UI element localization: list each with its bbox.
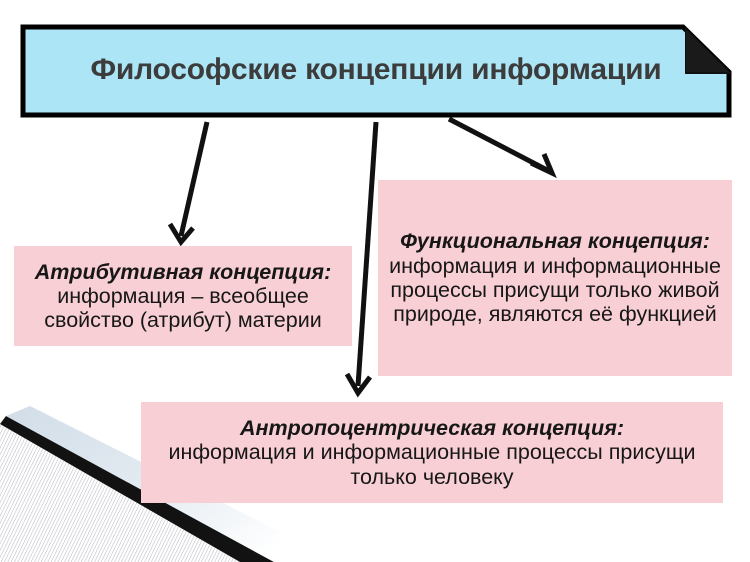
title-banner-shape <box>20 24 732 118</box>
concept-box-attributive: Атрибутивная концепция: информация – все… <box>14 246 352 346</box>
concept-body-functional: информация и информационные процессы при… <box>389 253 721 327</box>
page-title: Философские концепции информации <box>90 53 662 86</box>
concept-body-anthropocentric: информация и информационные процессы при… <box>168 440 696 489</box>
slide-title-banner: Философские концепции информации <box>20 24 732 118</box>
concept-box-functional: Функциональная концепция: информация и и… <box>378 180 732 376</box>
concept-body-attributive: информация – всеобщее свойство (атрибут)… <box>44 283 322 333</box>
concept-heading-anthropocentric: Антропоцентрическая концепция: <box>239 416 625 441</box>
concept-heading-attributive: Атрибутивная концепция: <box>34 259 332 284</box>
arrow-to-attributive <box>167 121 210 247</box>
concept-heading-functional: Функциональная концепция: <box>400 229 710 254</box>
arrow-to-functional <box>447 116 557 179</box>
concept-box-anthropocentric: Антропоцентрическая концепция: информаци… <box>141 402 723 503</box>
